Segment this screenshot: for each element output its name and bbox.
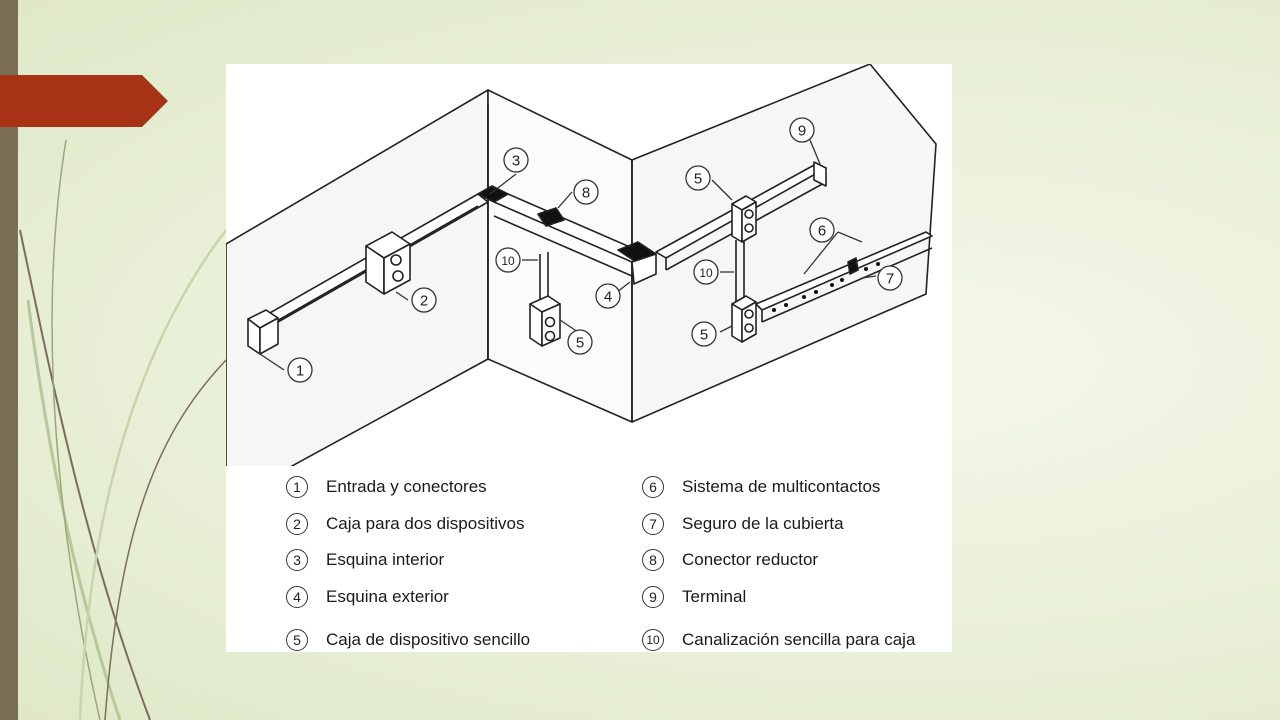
legend-item: 6 Sistema de multicontactos [642,474,880,500]
callout-10 [495,247,521,273]
slide-accent-tab [0,75,168,127]
callout-2-label: 2 [420,293,428,310]
callout-4-label: 4 [604,289,612,306]
legend-number: 6 [642,476,664,498]
legend-item: 9 Terminal [642,584,746,610]
legend-item: 10 Canalización sencilla para caja [642,627,915,652]
callout-9-label: 9 [798,123,806,140]
callout-10b [693,259,719,285]
callout-8 [573,179,599,205]
callout-5b-label: 5 [694,171,702,188]
legend-item: 4 Esquina exterior [286,584,449,610]
raceway-illustration: 1 2 3 8 10 4 5 9 5 6 10 5 7 [226,64,937,466]
callout-7 [877,265,903,291]
diagram-legend: 1 Entrada y conectores 2 Caja para dos d… [226,466,952,652]
legend-number: 8 [642,549,664,571]
legend-label: Terminal [682,587,747,606]
legend-label: Conector reductor [682,550,819,569]
legend-number: 9 [642,586,664,608]
callout-5c-label: 5 [700,327,708,344]
legend-label: Esquina interior [326,550,445,569]
legend-label: Entrada y conectores [326,477,487,496]
callout-8-label: 8 [582,185,590,202]
legend-item: 2 Caja para dos dispositivos [286,511,524,537]
legend-label: Seguro de la cubierta [682,514,844,533]
legend-item: 1 Entrada y conectores [286,474,487,500]
callout-3-label: 3 [512,153,520,170]
callout-3 [503,147,529,173]
callout-5 [567,329,593,355]
callout-1-label: 1 [296,363,304,380]
slide-side-bar [0,0,18,720]
legend-item: 8 Conector reductor [642,547,818,573]
callout-9 [789,117,815,143]
callout-4 [595,283,621,309]
decorative-swoosh [19,139,227,720]
legend-label: Esquina exterior [326,587,449,606]
callout-10-label: 10 [501,254,515,268]
callout-6 [809,217,835,243]
legend-label: Caja para dos dispositivos [326,514,525,533]
legend-item: 3 Esquina interior [286,547,444,573]
legend-number: 4 [286,586,308,608]
raceway-diagram: 1 2 3 8 10 4 5 9 5 6 10 5 7 1 Entrada y … [226,64,952,652]
legend-number: 2 [286,513,308,535]
legend-number: 5 [286,629,308,651]
legend-label: Caja de dispositivo sencillo [326,630,531,649]
callout-7-label: 7 [886,271,894,288]
callout-5c [691,321,717,347]
legend-item: 7 Seguro de la cubierta [642,511,844,537]
callout-5-label: 5 [576,335,584,352]
callout-6-label: 6 [818,223,826,240]
legend-item: 5 Caja de dispositivo sencillo [286,627,530,652]
legend-number: 1 [286,476,308,498]
legend-number: 3 [286,549,308,571]
legend-number: 10 [642,629,664,651]
legend-label: Sistema de multicontactos [682,477,881,496]
legend-number: 7 [642,513,664,535]
legend-label: Canalización sencilla para caja [682,630,916,649]
callout-2 [411,287,437,313]
callout-10b-label: 10 [699,266,713,280]
callout-1 [287,357,313,383]
callout-5b [685,165,711,191]
